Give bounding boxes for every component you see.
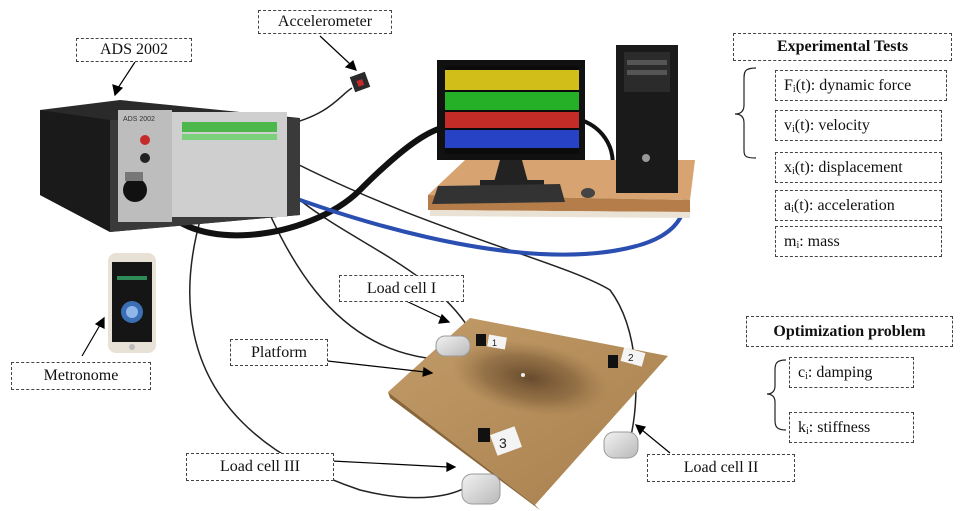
- computer-cable: [147, 121, 471, 239]
- platform-label: Platform: [230, 339, 328, 366]
- load-cell-2-label: Load cell II: [647, 454, 795, 482]
- leader-arrows: [81, 35, 671, 472]
- load-cell-1-label: Load cell I: [339, 275, 464, 302]
- exp-item-displacement: xi(t): displacement: [775, 152, 942, 183]
- exp-item-mass: mi: mass: [775, 226, 942, 257]
- accelerometer-device: [349, 71, 371, 93]
- platform-board: [388, 318, 668, 510]
- optimization-bracket: [766, 359, 787, 431]
- exp-item-velocity: vi(t): velocity: [775, 110, 942, 141]
- cell-2-marker: 2: [628, 353, 634, 364]
- exp-item-acceleration: ai(t): acceleration: [775, 190, 942, 221]
- opt-item-damping: ci: damping: [789, 357, 914, 388]
- mouse: [581, 188, 595, 198]
- ads-2002-device: ADS 2002: [40, 100, 300, 232]
- cell-3-marker: 3: [499, 435, 507, 451]
- experimental-tests-title: Experimental Tests: [733, 33, 952, 61]
- load-cell-1: 1: [435, 334, 507, 357]
- ads-2002-label: ADS 2002: [76, 38, 192, 62]
- monitor: [437, 60, 585, 186]
- load-cell-3-label: Load cell III: [186, 453, 334, 481]
- ads-panel-text: ADS 2002: [123, 116, 155, 123]
- metronome-phone: [108, 253, 156, 353]
- opt-item-stiffness: ki: stiffness: [789, 412, 914, 443]
- load-cell-3: 3: [461, 426, 522, 505]
- computer-tower: [616, 45, 678, 193]
- cell-1-marker: 1: [492, 338, 497, 348]
- keyboard: [432, 184, 565, 204]
- exp-item-force: Fi(t): dynamic force: [775, 70, 947, 101]
- optimization-problem-title: Optimization problem: [746, 316, 953, 347]
- experimental-bracket: [734, 67, 757, 159]
- load-cell-2: 2: [603, 347, 646, 459]
- metronome-label: Metronome: [11, 362, 151, 390]
- accelerometer-label: Accelerometer: [258, 10, 392, 34]
